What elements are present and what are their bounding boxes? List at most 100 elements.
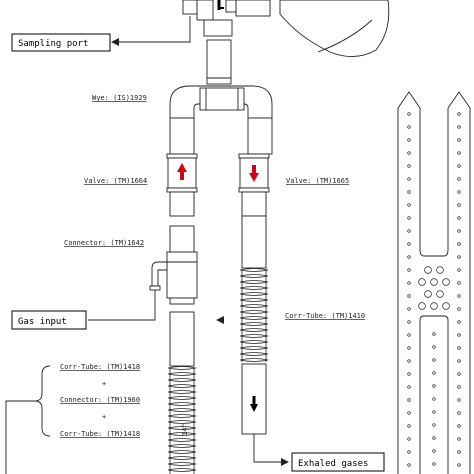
frame-hole xyxy=(407,281,411,285)
frame-hole xyxy=(407,255,411,259)
frame-hole xyxy=(432,332,436,336)
connector-1642 xyxy=(149,225,198,305)
frame-hole xyxy=(407,268,411,272)
frame-hole xyxy=(457,164,461,168)
corrugation-rib xyxy=(239,358,269,362)
frame-hole xyxy=(457,411,461,415)
corrugation-rib xyxy=(167,456,197,460)
frame-hole xyxy=(407,385,411,389)
frame-hole xyxy=(407,333,411,337)
sampling-port-box xyxy=(11,33,111,52)
valve-right-label: Valve: (TM)1665 xyxy=(286,177,349,185)
frame-hole xyxy=(407,112,411,116)
frame-hole xyxy=(457,424,461,428)
gas-input-label: Gas input xyxy=(18,317,67,327)
frame-hole xyxy=(457,255,461,259)
frame-hole xyxy=(432,371,436,375)
corr-tube-right-label: Corr-Tube: (TM)1410 xyxy=(285,312,365,320)
frame-hole xyxy=(457,112,461,116)
frame-hole xyxy=(407,242,411,246)
length-mark: 14" xyxy=(181,423,189,436)
corrugation-rib xyxy=(167,444,197,448)
frame-hole xyxy=(457,333,461,337)
frame-hole xyxy=(432,449,436,453)
group-brace xyxy=(35,365,51,437)
frame-hole xyxy=(436,290,444,298)
corrugation-rib xyxy=(167,468,197,472)
corrugation-rib xyxy=(167,450,197,454)
frame-hole xyxy=(457,216,461,220)
frame-hole xyxy=(457,346,461,350)
frame-hole xyxy=(457,320,461,324)
frame-hole xyxy=(407,216,411,220)
valve-right xyxy=(238,153,270,217)
gas-input-leader xyxy=(88,290,156,321)
corrugation-rib xyxy=(239,316,269,320)
corrugation-rib xyxy=(239,352,269,356)
corrugation-rib xyxy=(167,372,197,376)
frame-hole xyxy=(407,372,411,376)
frame-hole xyxy=(407,151,411,155)
corrugation-rib xyxy=(167,426,197,430)
valve-right-arrow-down-icon xyxy=(249,165,259,182)
frame-hole xyxy=(457,398,461,402)
group-leader xyxy=(5,400,36,474)
frame-hole xyxy=(457,203,461,207)
corrugation-rib xyxy=(167,414,197,418)
exhaled-leader xyxy=(253,434,289,466)
frame-hole xyxy=(457,281,461,285)
frame-hole xyxy=(432,436,436,440)
frame-hole xyxy=(457,450,461,454)
corrugation-rib xyxy=(239,274,269,278)
sampling-port-leader xyxy=(111,16,191,46)
corrugation-rib xyxy=(239,280,269,284)
frame-hole xyxy=(457,372,461,376)
corrugation-rib xyxy=(167,396,197,400)
frame-hole xyxy=(457,177,461,181)
frame-hole xyxy=(407,359,411,363)
frame-hole xyxy=(457,437,461,441)
frame-hole xyxy=(457,307,461,311)
corrugation-rib xyxy=(239,292,269,296)
corrugation-rib xyxy=(167,432,197,436)
frame-hole xyxy=(407,398,411,402)
frame-hole xyxy=(407,346,411,350)
corrugation-rib xyxy=(239,346,269,350)
frame-hole xyxy=(424,290,432,298)
right-upper-tube xyxy=(247,117,273,155)
plus-2: + xyxy=(102,413,106,421)
valve-left xyxy=(166,153,198,217)
corrugation-rib xyxy=(167,438,197,442)
valve-left-arrow-up-icon xyxy=(177,163,187,180)
frame-hole xyxy=(442,302,450,310)
corrugation-rib xyxy=(167,402,197,406)
corrugation-rib xyxy=(167,378,197,382)
frame-hole xyxy=(457,151,461,155)
frame-hole xyxy=(407,203,411,207)
corrugation-rib xyxy=(167,384,197,388)
corrugation-rib xyxy=(167,408,197,412)
frame-hole xyxy=(407,320,411,324)
corrugation-rib xyxy=(239,286,269,290)
corr-tube-1410 xyxy=(239,215,269,435)
frame-hole xyxy=(436,266,444,274)
exhaled-label: Exhaled gases xyxy=(298,459,368,469)
y-frame xyxy=(397,91,471,474)
frame-hole xyxy=(407,125,411,129)
frame-hole xyxy=(407,450,411,454)
gas-input-box xyxy=(11,310,87,330)
frame-hole xyxy=(432,462,436,466)
frame-hole xyxy=(457,125,461,129)
corr-tube-1418-bottom-label: Corr-Tube: (TM)1418 xyxy=(60,430,140,438)
frame-hole xyxy=(457,138,461,142)
frame-hole xyxy=(407,437,411,441)
frame-hole xyxy=(457,294,461,298)
frame-hole xyxy=(432,397,436,401)
valve-left-label: Valve: (TM)1664 xyxy=(84,177,147,185)
wye-label: Wye: (IS)1929 xyxy=(92,94,147,102)
plus-1: + xyxy=(102,380,106,388)
frame-hole xyxy=(432,410,436,414)
frame-hole xyxy=(407,307,411,311)
corrugation-rib xyxy=(239,304,269,308)
